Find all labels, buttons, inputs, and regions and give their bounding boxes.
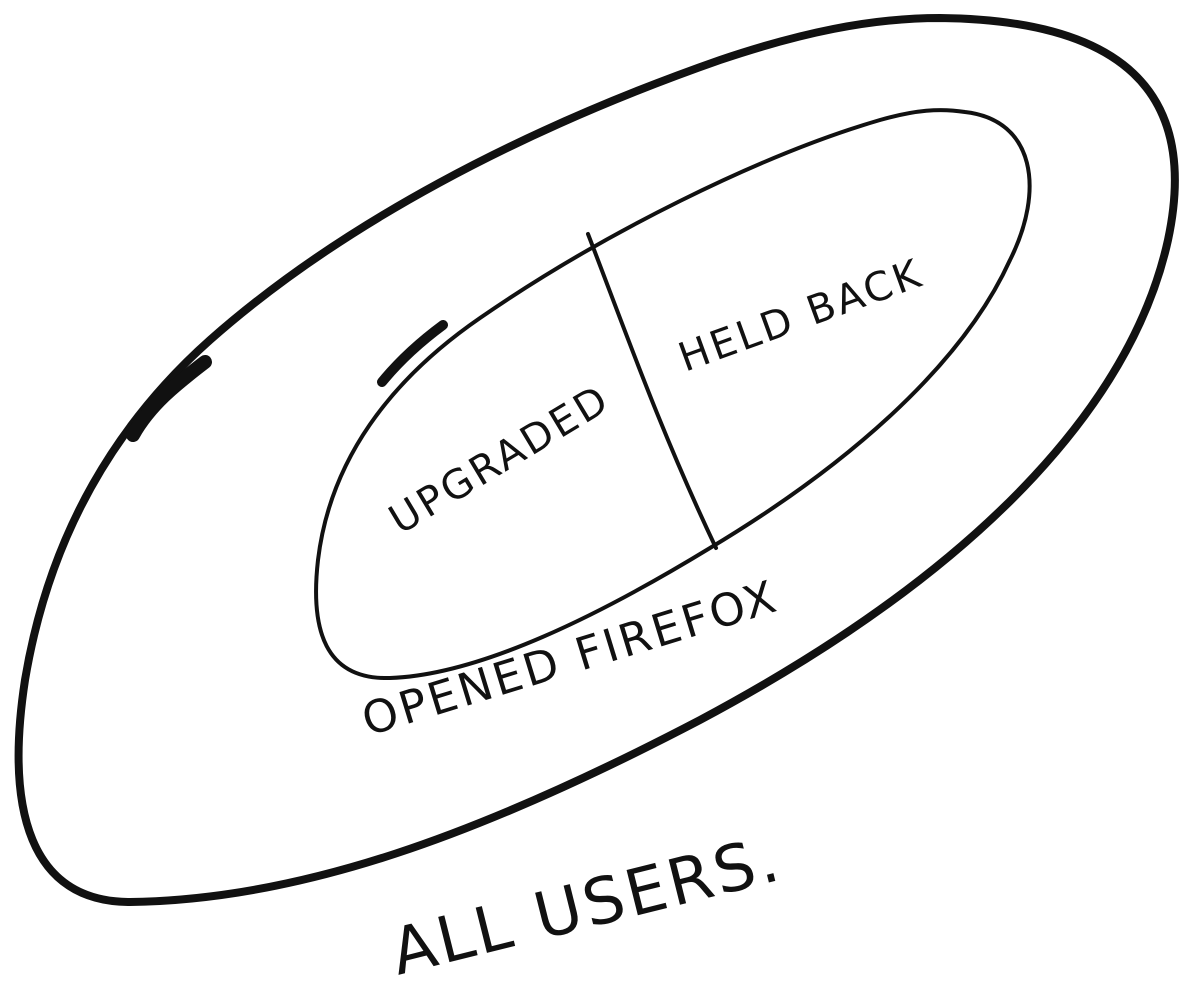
upgraded-label: UPGRADED: [381, 376, 618, 544]
opened-firefox-label: OPENED FIREFOX: [356, 569, 785, 746]
all-users-label: ALL USERS.: [384, 822, 789, 990]
opened-firefox-set-outline: [314, 108, 1032, 681]
all-users-set-outline: [14, 14, 1179, 906]
opened-firefox-marker-accent: [377, 320, 448, 387]
upgraded-heldback-divider: [586, 232, 718, 550]
held-back-label: HELD BACK: [673, 250, 930, 381]
all-users-marker-accent: [126, 355, 212, 442]
